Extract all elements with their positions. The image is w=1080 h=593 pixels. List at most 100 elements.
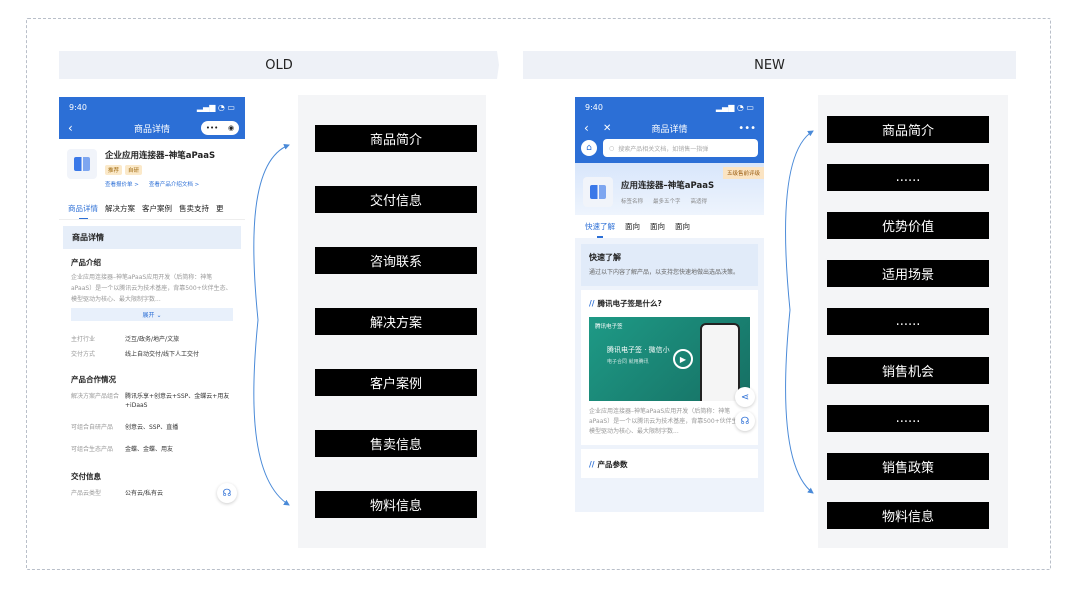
list-item: 优势价值 bbox=[827, 212, 989, 239]
old-phone-screen: 9:40 ▂▄▆ ◔ ▭ ‹ 商品详情 ••• ◉ 企业应用连接器–神笔aPaaS… bbox=[59, 97, 245, 531]
video-title: 腾讯电子签 · 微信小 bbox=[607, 346, 670, 354]
meta-item: 最多五个字 bbox=[653, 199, 681, 205]
battery-icon: ▂▄▆ ◔ ▭ bbox=[715, 102, 754, 112]
home-icon[interactable]: ⌂ bbox=[581, 140, 597, 156]
list-item: 售卖信息 bbox=[315, 430, 477, 457]
meta-item: 标签名称 bbox=[621, 199, 644, 205]
list-item: 解决方案 bbox=[315, 308, 477, 335]
list-item: 客户案例 bbox=[315, 369, 477, 396]
quote-mark-icon: // bbox=[589, 460, 595, 469]
next-title: 产品参数 bbox=[597, 460, 628, 469]
nav-bar: ‹ 商品详情 •••◉ bbox=[59, 117, 245, 139]
status-bar: 9:40 ▂▄▆ ◔ ▭ bbox=[59, 97, 245, 117]
product-tag: 推荐 bbox=[105, 165, 123, 175]
intro-video[interactable]: 腾讯电子签 腾讯电子签 · 微信小 电子合同 就用腾讯 ▶ bbox=[589, 317, 750, 401]
intro-title: 产品介绍 bbox=[71, 258, 101, 267]
coop-title: 产品合作情况 bbox=[71, 375, 116, 384]
intro-card: //腾讯电子签是什么? 腾讯电子签 腾讯电子签 · 微信小 电子合同 就用腾讯 … bbox=[581, 290, 758, 445]
battery-icon: ▂▄▆ ◔ ▭ bbox=[196, 102, 235, 112]
headset-icon[interactable]: ☊ bbox=[735, 411, 755, 431]
detail-tabs: 快速了解 面向 面向 面向 bbox=[575, 215, 764, 238]
play-icon[interactable]: ▶ bbox=[673, 349, 693, 369]
quote-link[interactable]: 查看报价单 > bbox=[105, 182, 139, 188]
back-icon[interactable]: ‹ bbox=[68, 121, 73, 135]
video-sub: 电子合同 就用腾讯 bbox=[607, 359, 649, 365]
tab-facing[interactable]: 面向 bbox=[650, 222, 665, 231]
share-icon[interactable]: ⋖ bbox=[735, 387, 755, 407]
old-structure-list: 商品简介 交付信息 咨询联系 解决方案 客户案例 售卖信息 物料信息 bbox=[298, 95, 486, 548]
intro-doc-link[interactable]: 查看产品介绍文档 > bbox=[148, 182, 200, 188]
status-time: 9:40 bbox=[585, 102, 603, 112]
expand-button[interactable]: 展开 ⌄ bbox=[71, 308, 233, 321]
comparison-frame bbox=[26, 18, 1051, 570]
new-structure-list: 商品简介 ...... 优势价值 适用场景 ...... 销售机会 ......… bbox=[818, 95, 1008, 548]
card-title: 腾讯电子签是什么? bbox=[597, 299, 662, 308]
close-icon[interactable]: ✕ bbox=[603, 122, 612, 134]
search-row: ⌂ ○搜索产品相关文档，如销售一指弹 bbox=[575, 139, 764, 163]
tab-quick[interactable]: 快速了解 bbox=[585, 222, 615, 238]
new-phone-screen: 9:40 ▂▄▆ ◔ ▭ ‹ ✕ 商品详情 ••• ⌂ ○搜索产品相关文档，如销… bbox=[575, 97, 764, 512]
tab-facing[interactable]: 面向 bbox=[675, 222, 690, 231]
kv-row: 产品云类型公有云/私有云 bbox=[71, 490, 164, 497]
tab-cases[interactable]: 客户案例 bbox=[142, 204, 172, 213]
arrow-up bbox=[253, 144, 290, 321]
back-icon[interactable]: ‹ bbox=[584, 121, 589, 135]
meta-item: 高适得 bbox=[690, 199, 708, 205]
tab-support[interactable]: 售卖支持 bbox=[179, 204, 209, 213]
params-card: //产品参数 bbox=[581, 449, 758, 478]
product-name: 企业应用连接器–神笔aPaaS bbox=[105, 151, 216, 161]
quick-title: 快速了解 bbox=[589, 253, 621, 262]
miniapp-capsule[interactable]: ••• ◉ bbox=[201, 121, 239, 135]
section-title: 商品详情 bbox=[63, 226, 241, 249]
video-brand: 腾讯电子签 bbox=[595, 324, 623, 330]
kv-row: 交付方式线上自动交付/线下人工交付 bbox=[71, 351, 200, 358]
list-item: ...... bbox=[827, 405, 989, 432]
product-name: 应用连接器–神笔aPaaS bbox=[621, 181, 715, 191]
phone-mockup bbox=[700, 323, 740, 401]
arrow-up bbox=[785, 130, 814, 311]
list-item: 销售机会 bbox=[827, 357, 989, 384]
detail-tabs: 商品详情 解决方案 客户案例 售卖支持 更 bbox=[59, 198, 245, 220]
headset-icon[interactable]: ☊ bbox=[217, 483, 237, 503]
kv-row: 可组合自研产品创意云、SSP、直播 bbox=[71, 424, 179, 431]
search-icon: ○ bbox=[609, 144, 615, 152]
product-card: 企业应用连接器–神笔aPaaS 推荐 自研 查看报价单 > 查看产品介绍文档 > bbox=[59, 139, 245, 198]
status-time: 9:40 bbox=[69, 102, 87, 112]
product-logo bbox=[67, 149, 97, 179]
status-bar: 9:40 ▂▄▆ ◔ ▭ bbox=[575, 97, 764, 117]
rating-badge: 五级售前评级 bbox=[722, 167, 764, 179]
tab-more[interactable]: 更 bbox=[216, 204, 224, 213]
product-card: 五级售前评级 应用连接器–神笔aPaaS 标签名称 最多五个字 高适得 bbox=[575, 163, 764, 215]
old-header: OLD bbox=[59, 51, 499, 79]
tab-facing[interactable]: 面向 bbox=[625, 222, 640, 231]
list-item: 商品简介 bbox=[827, 116, 989, 143]
list-item: 交付信息 bbox=[315, 186, 477, 213]
tab-solution[interactable]: 解决方案 bbox=[105, 204, 135, 213]
kv-row: 可组合生态产品金蝶、金蝶、用友 bbox=[71, 446, 174, 453]
list-item: 销售政策 bbox=[827, 453, 989, 480]
quick-section: 快速了解 通过以下内容了解产品，以支持您快速地做出选品决策。 bbox=[581, 244, 758, 286]
list-item: 物料信息 bbox=[827, 502, 989, 529]
list-item: ...... bbox=[827, 308, 989, 335]
product-logo bbox=[583, 177, 613, 207]
more-icon[interactable]: ••• bbox=[205, 124, 219, 132]
quick-desc: 通过以下内容了解产品，以支持您快速地做出选品决策。 bbox=[589, 269, 740, 276]
list-item: 商品简介 bbox=[315, 125, 477, 152]
kv-row: 主打行业泛互/政务/地产/文旅 bbox=[71, 336, 180, 343]
search-input[interactable]: ○搜索产品相关文档，如销售一指弹 bbox=[603, 139, 758, 157]
tab-detail[interactable]: 商品详情 bbox=[68, 204, 98, 219]
kv-row: 解决方案产品组合腾讯乐享+创意云+SSP、金蝶云+用友+iDaaS bbox=[71, 393, 230, 409]
more-icon[interactable]: ••• bbox=[738, 122, 756, 134]
delivery-title: 交付信息 bbox=[71, 472, 101, 481]
arrow-down bbox=[253, 319, 290, 506]
product-tag: 自研 bbox=[125, 165, 143, 175]
list-item: 适用场景 bbox=[827, 260, 989, 287]
new-header: NEW bbox=[523, 51, 1016, 79]
list-item: 物料信息 bbox=[315, 491, 477, 518]
quote-mark-icon: // bbox=[589, 299, 595, 308]
list-item: 咨询联系 bbox=[315, 247, 477, 274]
card-desc: 企业应用连接器–神笔aPaaS应用开发（后简称：神笔aPaaS）是一个以腾讯云为… bbox=[589, 408, 750, 435]
close-target-icon[interactable]: ◉ bbox=[228, 124, 235, 132]
intro-desc: 企业应用连接器–神笔aPaaS应用开发（后简称：神笔aPaaS）是一个以腾讯云为… bbox=[71, 274, 232, 303]
